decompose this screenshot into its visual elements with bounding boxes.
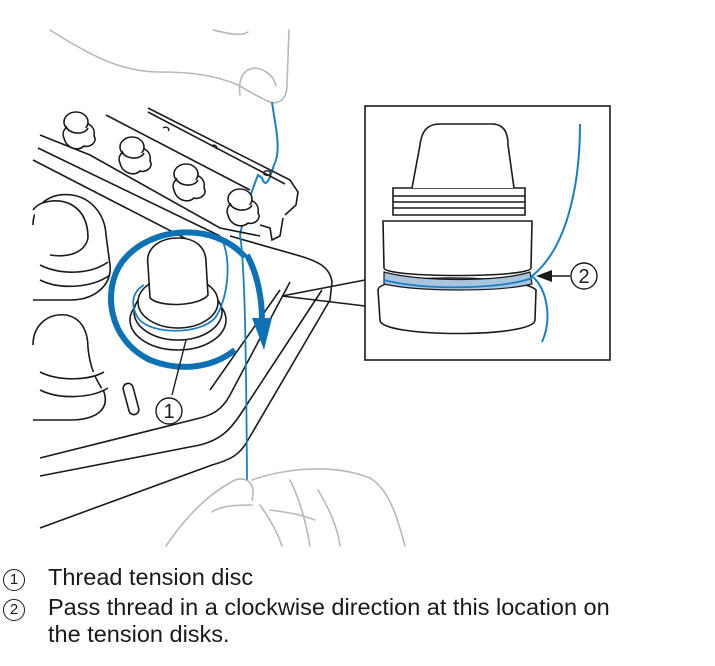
caption-2-number: 2	[3, 599, 25, 621]
clockwise-arrow-shaft	[244, 253, 265, 321]
callout-2-marker	[570, 262, 598, 290]
caption-2-text-line1: Pass thread in a clockwise direction at …	[48, 594, 610, 620]
tension-disc-1	[129, 237, 227, 351]
caption-1-number: 1	[3, 569, 25, 591]
caption-1-text: Thread tension disc	[48, 564, 254, 590]
thread-down	[239, 234, 248, 481]
callout-2-number: 2	[578, 266, 589, 288]
arrow-head-icon	[252, 318, 272, 350]
tension-knobs	[62, 111, 260, 227]
inset-detail-panel: 2	[364, 105, 611, 361]
inset-thread	[530, 123, 581, 343]
threading-illustration: 1 2	[32, 29, 611, 547]
machine-body	[39, 235, 333, 529]
thread-around-disc	[132, 239, 229, 332]
top-hand-drawing	[49, 29, 290, 104]
caption-2-text-line2: the tension disks.	[48, 621, 230, 647]
left-spools	[32, 193, 111, 421]
machine-guide-bar	[32, 107, 299, 247]
machine-slot	[122, 382, 140, 416]
bottom-hand-drawing	[165, 468, 406, 547]
callout-1-marker	[155, 397, 183, 425]
guide-holes	[162, 126, 272, 176]
callout-1-leader	[171, 339, 187, 396]
callout-2-arrowhead-icon	[536, 270, 552, 282]
callout-1-number: 1	[163, 401, 174, 423]
zoom-pointer	[281, 279, 366, 307]
clockwise-arrow	[108, 229, 248, 370]
